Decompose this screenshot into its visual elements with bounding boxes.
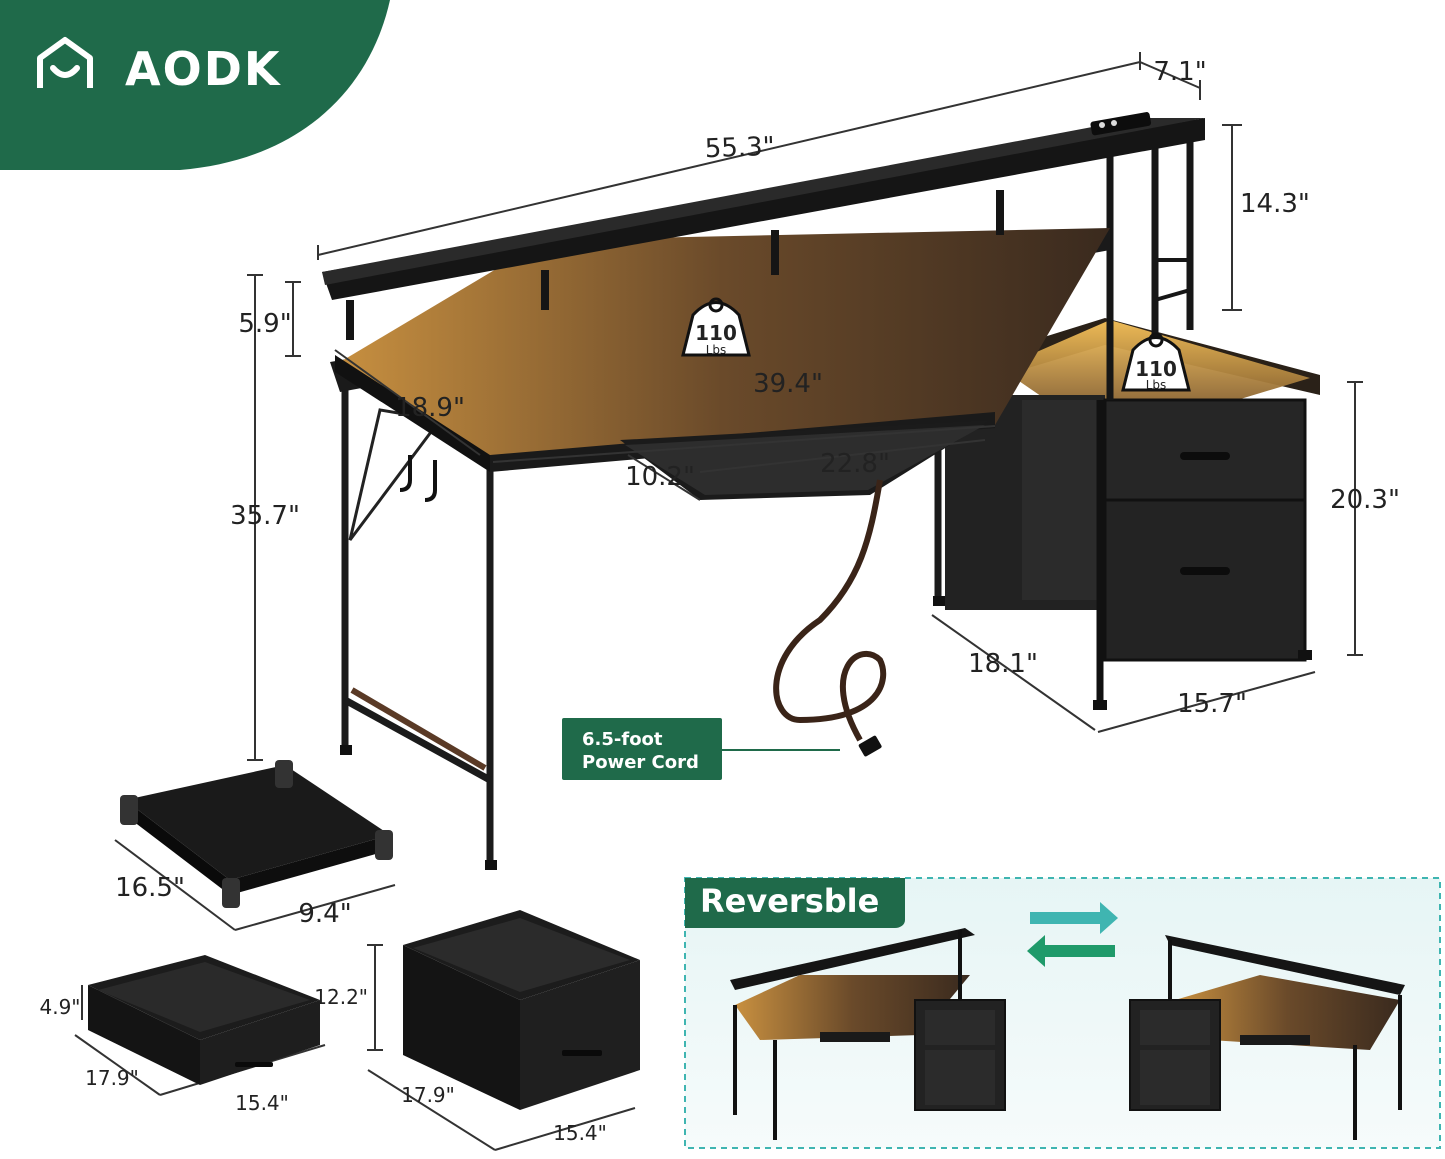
monitor-shelf-top [322,118,1205,285]
cpu-stand-wheel [375,830,393,860]
headphone-hook [399,455,412,492]
brand-corner-background [0,0,390,170]
load-badge-value: 110 [1135,357,1177,381]
power-strip [1090,112,1152,136]
dim-large-bin-height: 12.2" [314,985,368,1009]
power-cord-line2: Power Cord [582,752,699,773]
drawer-handle [1180,567,1230,575]
desktop-side-edge [335,355,490,472]
dim-keyboard-depth: 10.2" [625,462,695,492]
large-fabric-bin [403,910,640,1110]
power-plug [858,735,882,757]
brand-logo-icon [37,37,93,88]
power-cord-label-box [562,718,722,780]
mini-desk-left [730,928,1006,1140]
desk-foot [485,860,497,870]
dim-desktop-depth: 18.9" [395,393,465,423]
dim-large-bin-width: 15.4" [553,1121,607,1145]
swap-arrows-icon [1027,902,1118,967]
dim-large-bin-depth: 17.9" [401,1083,455,1107]
cpu-stand-wheel [275,760,293,788]
load-badge-cabinet: 110 Lbs [1121,332,1191,392]
dim-shelf-height: 14.3" [1240,189,1310,219]
cpu-stand-wheel [222,878,240,908]
dim-small-bin-width: 15.4" [235,1091,289,1115]
drawer-handle [1180,452,1230,460]
mini-desk-right [1129,935,1405,1140]
power-cord-line1: 6.5-foot [582,729,663,750]
cabinet-foot [1298,650,1312,660]
dim-keyboard-width: 22.8" [820,449,890,479]
bin-handle [235,1062,273,1067]
dim-small-bin-height: 4.9" [39,995,80,1019]
cabinet-top-drawer [1103,398,1307,502]
cpu-stand [120,760,393,908]
dimension-labels: 55.3" 7.1" 14.3" 5.9" 35.7" 39.4" 18.9" … [39,57,1399,1145]
dim-cpu-stand-depth: 16.5" [115,873,185,903]
dim-desk-height: 35.7" [230,501,300,531]
bin-handle [562,1050,602,1056]
desk-foot [933,596,945,606]
reversible-panel: Reversble [684,877,1441,1149]
desk-illustration: 110 Lbs 110 Lbs [322,112,1320,870]
load-badge-desk: 110 Lbs [681,297,751,357]
brand-name: AODK [125,42,282,96]
dim-shelf-depth: 7.1" [1153,57,1206,87]
dimension-lines [74,52,1363,1151]
cabinet-bottom-drawer [1103,498,1307,662]
small-fabric-bin [88,955,320,1085]
leg-brace [350,687,487,771]
dim-desktop-width: 39.4" [753,369,823,399]
load-badge-value: 110 [695,321,737,345]
dim-overall-width: 55.3" [704,132,775,164]
power-cord [773,479,887,742]
cpu-stand-top [125,765,390,880]
shelf-posts [1106,120,1194,400]
desk-foot [340,745,352,755]
reversible-label: Reversble [700,882,879,920]
dim-riser-height: 5.9" [238,309,291,339]
cabinet-side-drawer [1022,400,1104,600]
load-badge-unit: Lbs [706,343,727,357]
dim-cpu-stand-width: 9.4" [298,899,351,929]
cabinet-foot [1093,700,1107,710]
reversible-label-tab [685,878,905,928]
monitor-shelf [322,118,1205,300]
cpu-stand-wheel [120,795,138,825]
dim-cabinet-width: 15.7" [1177,689,1247,719]
load-badge-unit: Lbs [1146,378,1167,392]
headphone-hook [424,460,437,502]
dim-small-bin-depth: 17.9" [85,1066,139,1090]
dim-cabinet-depth: 18.1" [968,649,1038,679]
riser-legs [346,190,1004,340]
power-cord-callout: 6.5-foot Power Cord [562,718,840,780]
dim-cabinet-height: 20.3" [1330,485,1400,515]
brand-corner: AODK [0,0,390,170]
